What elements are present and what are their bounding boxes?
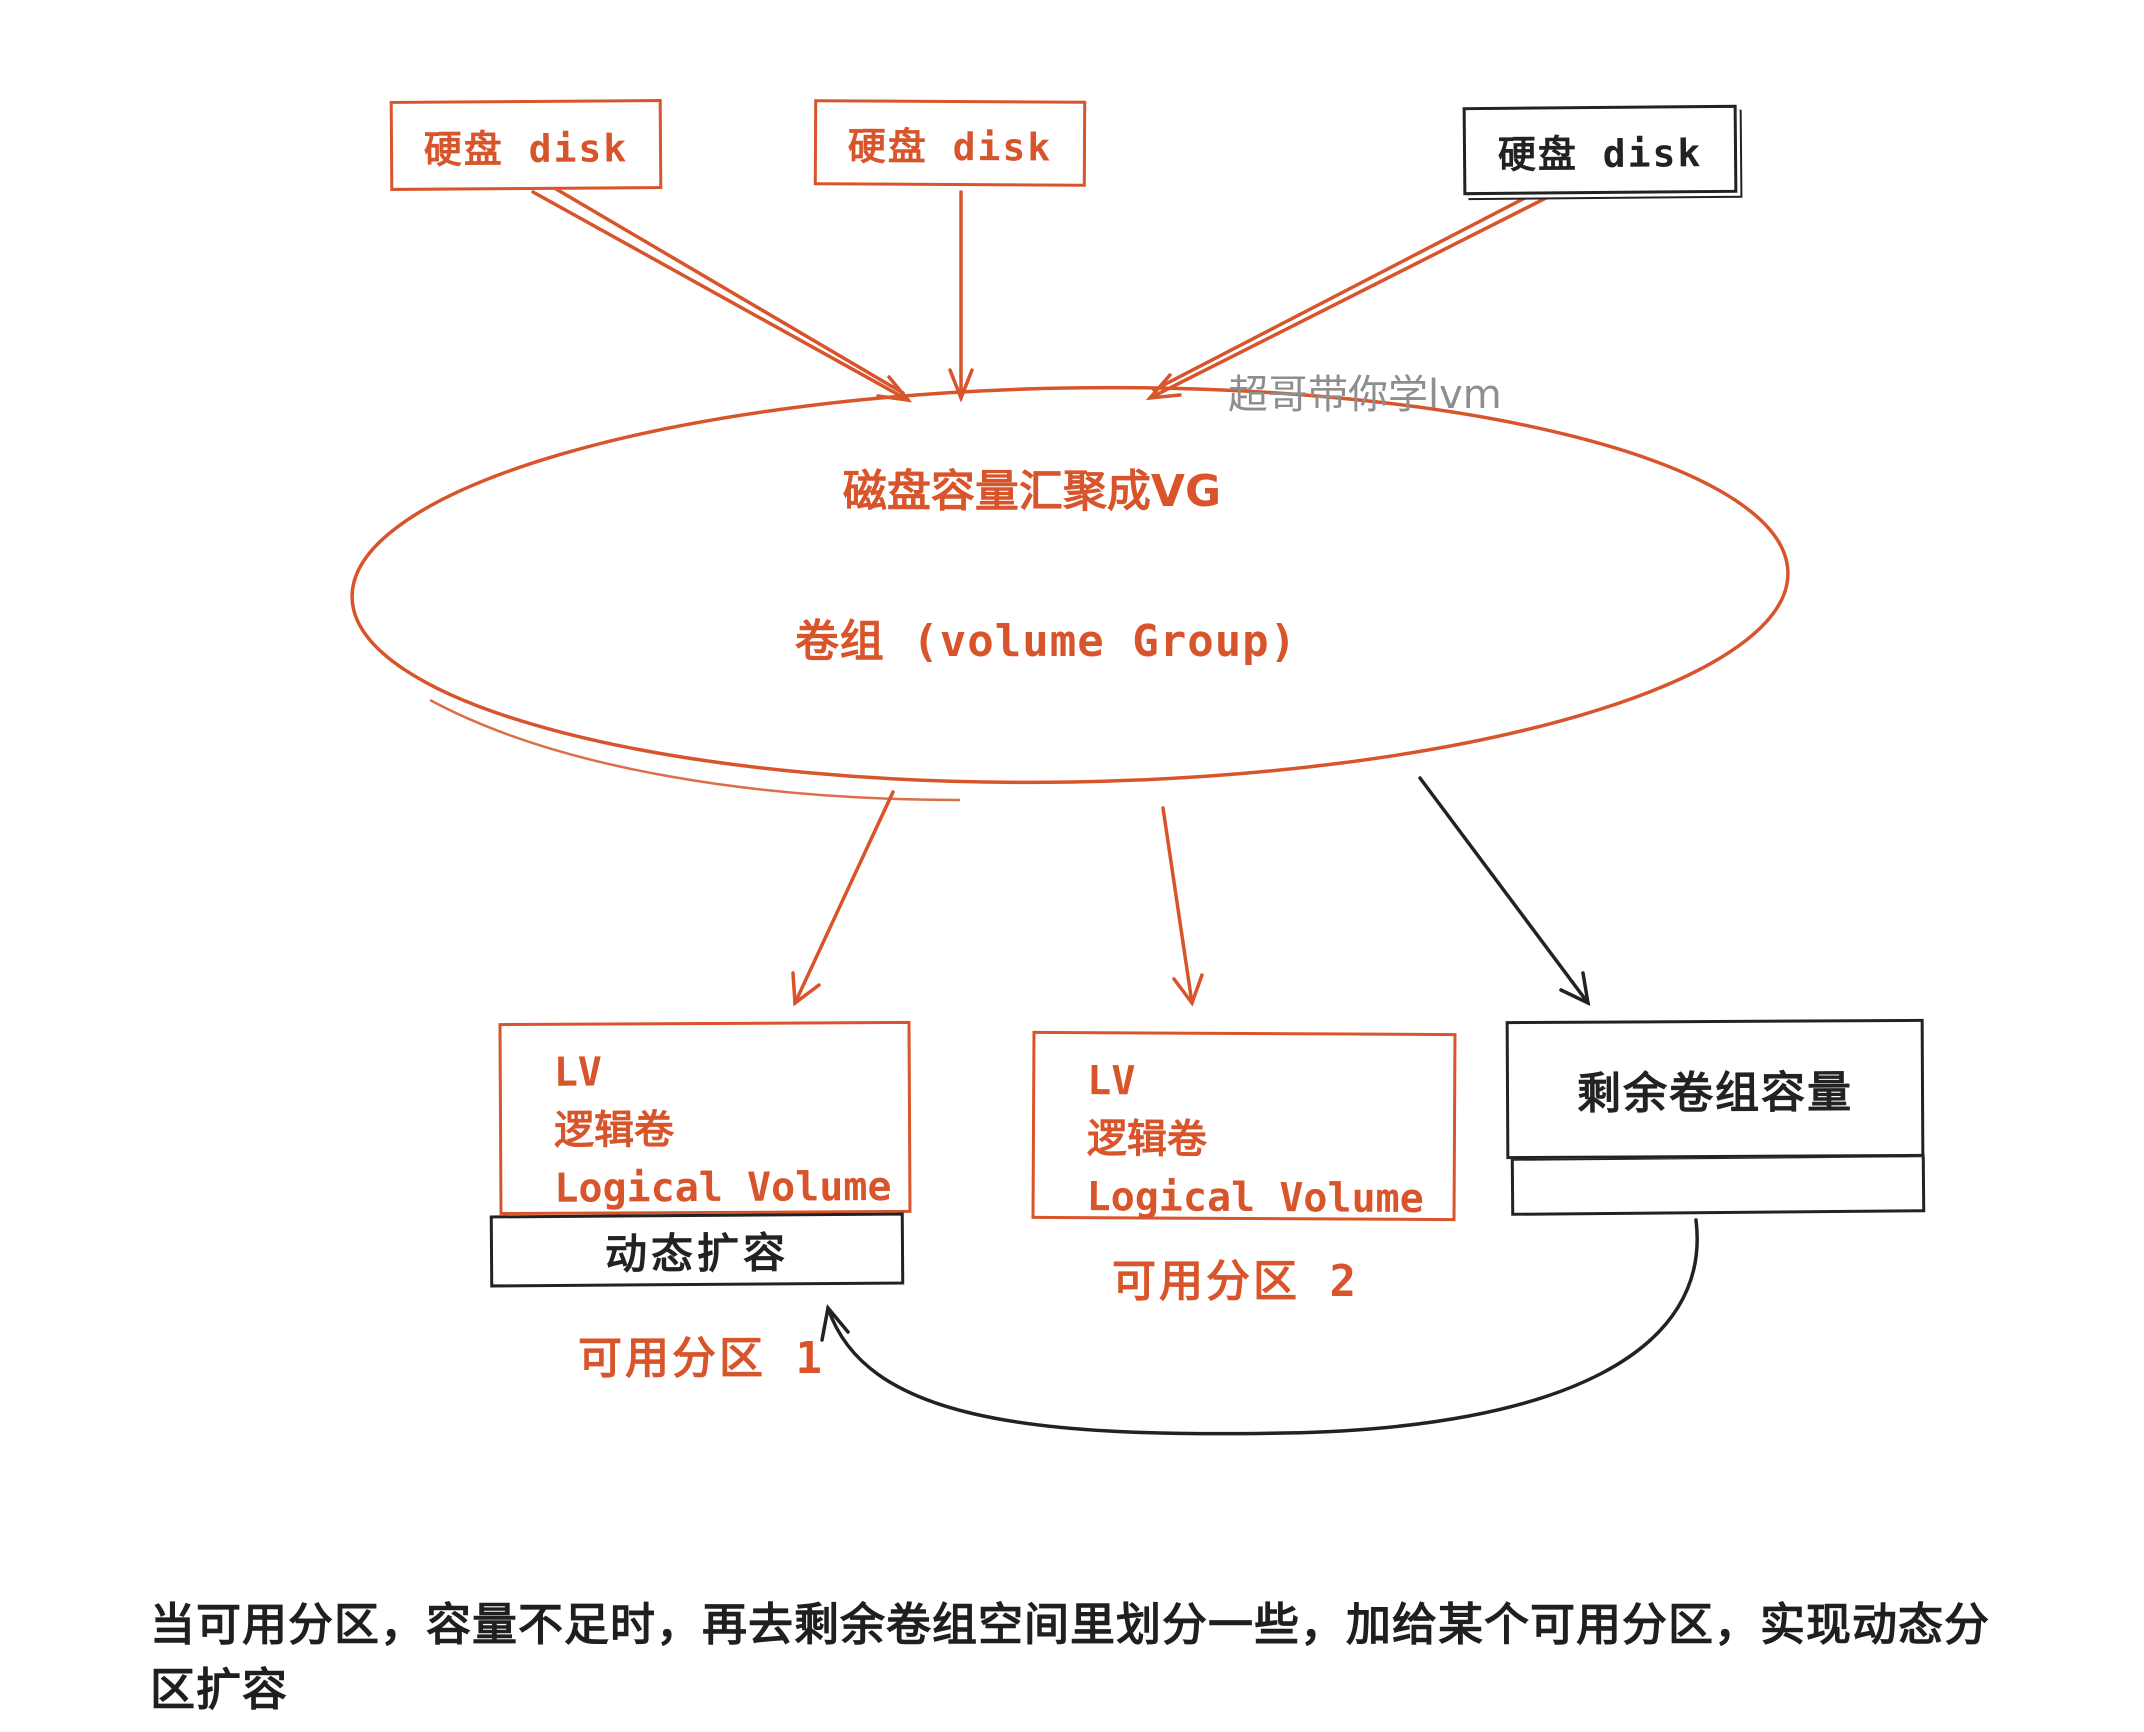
lv-box-1-line1: LV bbox=[553, 1049, 603, 1096]
remaining-capacity-box: 剩余卷组容量 bbox=[1505, 1018, 1925, 1160]
partition-caption-2: 可用分区 2 bbox=[1112, 1256, 1359, 1307]
lv-box-2-line1: LV bbox=[1087, 1058, 1136, 1105]
dynamic-expand-label: 动态扩容 bbox=[604, 1227, 790, 1279]
volume-group-subtitle: 卷组 (volume Group) bbox=[794, 616, 1298, 667]
lv-box-1-line2: 逻辑卷 bbox=[553, 1107, 675, 1154]
lv-box-1: LV 逻辑卷 Logical Volume bbox=[498, 1020, 912, 1216]
dynamic-expand-box: 动态扩容 bbox=[489, 1212, 905, 1288]
footer-note: 当可用分区，容量不足时，再去剩余卷组空间里划分一些，加给某个可用分区，实现动态分… bbox=[150, 1598, 1991, 1716]
disk-box-2-label: 硬盘 disk bbox=[847, 123, 1053, 170]
watermark-text: 超哥带你学lvm bbox=[1228, 372, 1502, 418]
remaining-capacity-strip bbox=[1510, 1154, 1926, 1216]
arrow-disk2-to-vg bbox=[948, 190, 974, 403]
ellipse-overdraw bbox=[429, 698, 961, 802]
remaining-capacity-label: 剩余卷组容量 bbox=[1576, 1067, 1854, 1120]
disk-box-2: 硬盘 disk bbox=[813, 99, 1087, 187]
lv-box-1-line3: Logical Volume bbox=[554, 1164, 892, 1212]
arrow-disk3-to-vg bbox=[1145, 184, 1554, 401]
disk-box-3-label: 硬盘 disk bbox=[1497, 130, 1703, 177]
arrow-remaining-to-expand bbox=[820, 1218, 1699, 1436]
volume-group-ellipse bbox=[350, 385, 1790, 785]
lv-box-2-line2: 逻辑卷 bbox=[1086, 1116, 1208, 1163]
disk-box-1-label: 硬盘 disk bbox=[423, 125, 629, 172]
disk-box-3: 硬盘 disk bbox=[1462, 104, 1738, 196]
partition-caption-1: 可用分区 1 bbox=[578, 1333, 825, 1384]
arrow-disk1-to-vg bbox=[531, 184, 913, 403]
lv-box-2: LV 逻辑卷 Logical Volume bbox=[1031, 1030, 1457, 1222]
disk-box-1: 硬盘 disk bbox=[389, 99, 663, 191]
arrow-vg-to-lv2 bbox=[1161, 806, 1204, 1007]
arrow-vg-to-lv1 bbox=[791, 790, 895, 1007]
lv-box-2-line3: Logical Volume bbox=[1086, 1174, 1424, 1222]
volume-group-title: 磁盘容量汇聚成VG bbox=[842, 466, 1222, 517]
arrow-vg-to-remaining bbox=[1418, 776, 1591, 1007]
